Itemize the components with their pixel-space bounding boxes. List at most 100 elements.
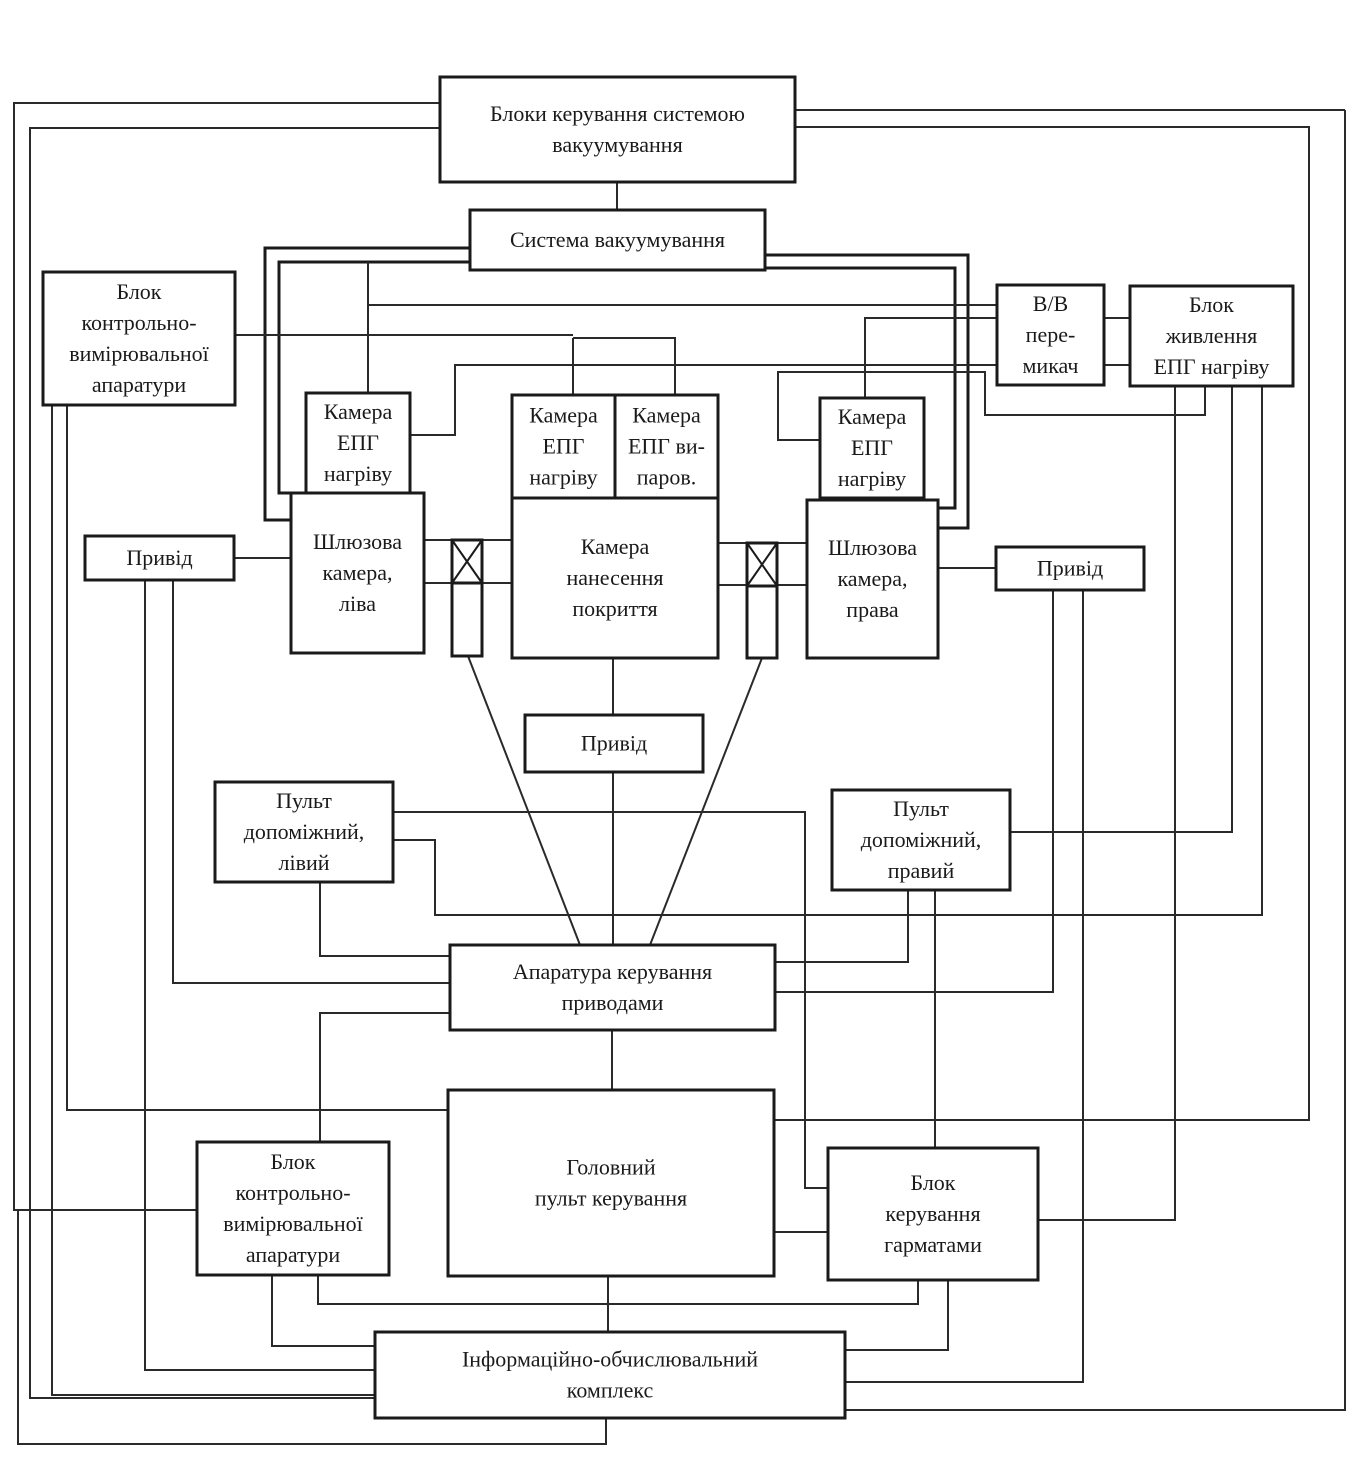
wire-outer-left-1 xyxy=(13,102,440,1211)
wire-outer-right-2 xyxy=(845,110,1346,1411)
block-gun-control-label-line: Блок xyxy=(910,1170,955,1195)
pipe-vac-right-inner xyxy=(765,266,957,510)
wire-hv-right-cam xyxy=(864,317,997,398)
block-epg-heating-chamber-left-label-line: нагріву xyxy=(324,461,392,486)
block-drive-center-label-line: Привід xyxy=(581,731,647,756)
wire-cam-left-epg xyxy=(410,364,1176,1221)
block-epg-heating-power-frame xyxy=(1128,284,1295,388)
wire-panel-left-power xyxy=(393,385,1263,916)
block-instrumentation-bottom-label-line: апаратури xyxy=(246,1242,341,1267)
block-epg-heating-chamber-left-label-line: ЕПГ xyxy=(337,430,379,455)
block-coating-chamber-label-line: нанесення xyxy=(566,565,663,590)
wire-drive-left-down xyxy=(144,580,375,1371)
wire-outer-bottom xyxy=(17,1210,607,1445)
block-epg-heating-chamber-right-label-line: нагріву xyxy=(838,466,906,491)
block-aux-panel-right-label-line: Пульт xyxy=(893,796,949,821)
block-epg-heating-chamber-center-label-line: нагріву xyxy=(529,465,597,490)
block-drive-control-equipment: Апаратура керування приводами xyxy=(448,943,777,1032)
block-epg-heating-power-label-line: живлення xyxy=(1165,323,1257,348)
block-hv-switch-label-line: микач xyxy=(1023,353,1079,378)
wire-outer-right xyxy=(774,126,1310,1121)
wire-panel-left-gun xyxy=(393,811,828,1189)
block-epg-heating-chamber-right-label-line: Камера xyxy=(838,404,907,429)
block-gun-control-label-line: гарматами xyxy=(884,1232,982,1257)
block-epg-heating-power-label-line: Блок xyxy=(1189,292,1234,317)
block-drive-center-frame xyxy=(523,713,705,774)
block-instrumentation-bottom-label-line: контрольно- xyxy=(235,1180,350,1205)
block-aux-panel-left-label-line: допоміжний, xyxy=(244,819,365,844)
block-epg-heating-chamber-right-frame xyxy=(818,396,926,500)
wire-diag-left xyxy=(467,655,581,946)
block-aux-panel-right: Пульт допоміжний, правий xyxy=(830,788,1012,892)
wire-panel-left-control xyxy=(319,882,450,957)
pipe-vac-left-outer xyxy=(263,246,470,522)
block-gun-control: Блок керування гарматами xyxy=(826,1146,1040,1282)
block-epg-heating-chamber-left-label-line: Камера xyxy=(324,399,393,424)
pipe-vac-left-inner xyxy=(277,260,470,495)
block-aux-panel-right-label-line: правий xyxy=(888,858,955,883)
block-drive-left-label-line: Привід xyxy=(126,545,192,570)
block-information-computing-complex-label-line: комплекс xyxy=(567,1378,654,1403)
block-gun-control-label-line: керування xyxy=(885,1201,980,1226)
block-lock-chamber-right-frame xyxy=(805,498,940,660)
block-epg-evaporation-chamber-label-line: Камера xyxy=(632,403,701,428)
block-aux-panel-left-label-line: Пульт xyxy=(276,788,332,813)
block-coating-chamber-label-line: покриття xyxy=(572,596,657,621)
wire-drive-left-control xyxy=(172,580,450,984)
block-epg-evaporation-chamber-label-line: паров. xyxy=(637,465,696,490)
block-drive-left-frame xyxy=(83,534,236,582)
block-coating-chamber-frame xyxy=(510,496,720,660)
valve-right xyxy=(745,541,779,660)
connection-lines xyxy=(13,102,1346,1445)
wire-cam-right-epg xyxy=(777,371,1206,441)
wire-kva-bottom-info xyxy=(271,1275,375,1347)
block-epg-heating-chamber-center-label-line: ЕПГ xyxy=(542,434,584,459)
wire-drive-right-down xyxy=(845,590,1084,1383)
block-aux-panel-right-label-line: допоміжний, xyxy=(861,827,982,852)
block-gun-control-frame xyxy=(826,1146,1040,1282)
block-lock-chamber-right-label-line: права xyxy=(846,597,899,622)
block-coating-chamber-label-line: Камера xyxy=(581,534,650,559)
block-coating-chamber: Камера нанесення покриття xyxy=(510,496,720,660)
wire-gun-info xyxy=(845,1280,949,1351)
block-instrumentation-bottom-label-line: Блок xyxy=(270,1149,315,1174)
block-instrumentation-top-label-line: апаратури xyxy=(92,372,187,397)
wire-panel-right-power xyxy=(1010,385,1233,833)
wire-control-kva-bottom xyxy=(319,1012,450,1142)
block-epg-heating-power-label-line: ЕПГ нагріву xyxy=(1154,354,1270,379)
block-hv-switch-label-line: пере- xyxy=(1026,322,1076,347)
block-information-computing-complex-label-line: Інформаційно-обчислювальний xyxy=(462,1347,758,1372)
block-vacuum-control-units-frame xyxy=(438,75,797,184)
block-vacuum-system-frame xyxy=(468,208,767,272)
wire-kva-top-main xyxy=(66,405,448,1111)
block-lock-chamber-left-label-line: камера, xyxy=(322,560,392,585)
block-instrumentation-top-label-line: Блок xyxy=(116,279,161,304)
block-lock-chamber-left-frame xyxy=(289,491,426,655)
block-main-control-panel-label-line: пульт керування xyxy=(535,1186,687,1211)
block-hv-switch-label-line: В/В xyxy=(1033,291,1068,316)
block-lock-chamber-left-label-line: ліва xyxy=(339,591,376,616)
wire-diag-right xyxy=(649,657,763,946)
block-epg-evaporation-chamber-label-line: ЕПГ ви- xyxy=(628,434,705,459)
block-information-computing-complex-frame xyxy=(373,1330,847,1420)
block-instrumentation-top-frame xyxy=(41,270,237,407)
block-instrumentation-bottom-frame xyxy=(195,1140,391,1277)
block-lock-chamber-right-label-line: камера, xyxy=(837,566,907,591)
block-hv-switch: В/В пере-микач xyxy=(995,283,1106,387)
block-drive-control-equipment-label-line: Апаратура керування xyxy=(513,959,712,984)
valve-left xyxy=(450,538,484,658)
block-drive-left: Привід xyxy=(83,534,236,582)
block-vacuum-system-label-line: Система вакуумування xyxy=(510,227,725,252)
block-hv-switch-frame xyxy=(995,283,1106,387)
wire-outer-left-2 xyxy=(29,127,440,1399)
block-aux-panel-right-frame xyxy=(830,788,1012,892)
block-drive-center: Привід xyxy=(523,713,705,774)
block-drive-control-equipment-label-line: приводами xyxy=(562,990,664,1015)
